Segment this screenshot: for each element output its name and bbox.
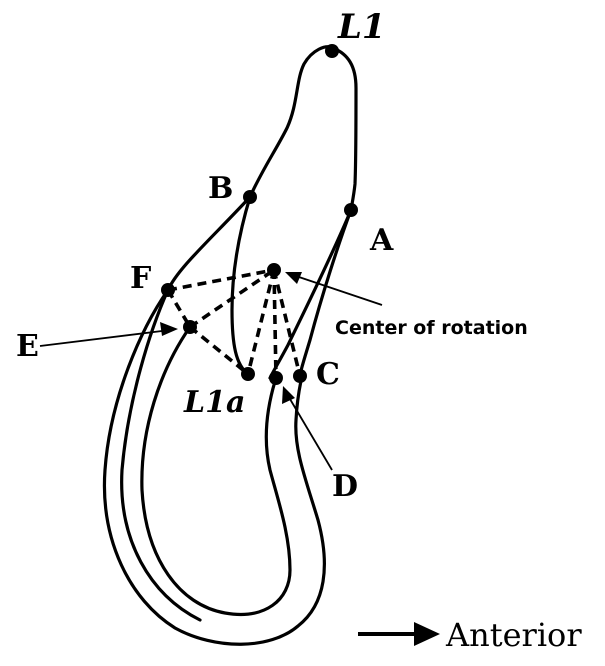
anterior-arrowhead	[414, 622, 440, 646]
label-C: C	[316, 357, 340, 392]
label-A: A	[369, 223, 394, 258]
label-L1a: L1a	[183, 385, 245, 420]
dashed-line-center-D	[274, 270, 276, 378]
label-anterior: Anterior	[445, 616, 582, 654]
point-D	[269, 371, 283, 385]
point-B	[243, 190, 257, 204]
label-D: D	[332, 469, 358, 504]
point-A	[344, 203, 358, 217]
point-F	[161, 283, 175, 297]
point-C	[293, 369, 307, 383]
root-edge-left	[232, 197, 250, 374]
dashed-line-center-C	[274, 270, 300, 376]
label-L1: L1	[337, 7, 386, 47]
arrow-D	[287, 394, 332, 470]
tooth-outline-displaced-middle	[122, 290, 200, 620]
arrowhead-center-of-rotation	[285, 272, 302, 284]
label-center-of-rotation: Center of rotation	[335, 317, 528, 339]
arrowhead-E	[160, 322, 178, 336]
arrow-center-of-rotation	[290, 274, 382, 305]
point-center-of-rotation	[267, 263, 281, 277]
point-L1a	[241, 367, 255, 381]
point-L1	[325, 44, 339, 58]
label-B: B	[208, 171, 233, 206]
root-edge-right	[270, 210, 351, 378]
tooth-outline-displaced-inner	[142, 327, 290, 614]
arrowhead-D	[282, 386, 295, 404]
label-E: E	[16, 329, 39, 364]
label-F: F	[130, 261, 151, 296]
point-E	[183, 320, 197, 334]
dashed-line-E-L1a	[190, 327, 248, 374]
dashed-line-center-L1a	[248, 270, 274, 374]
